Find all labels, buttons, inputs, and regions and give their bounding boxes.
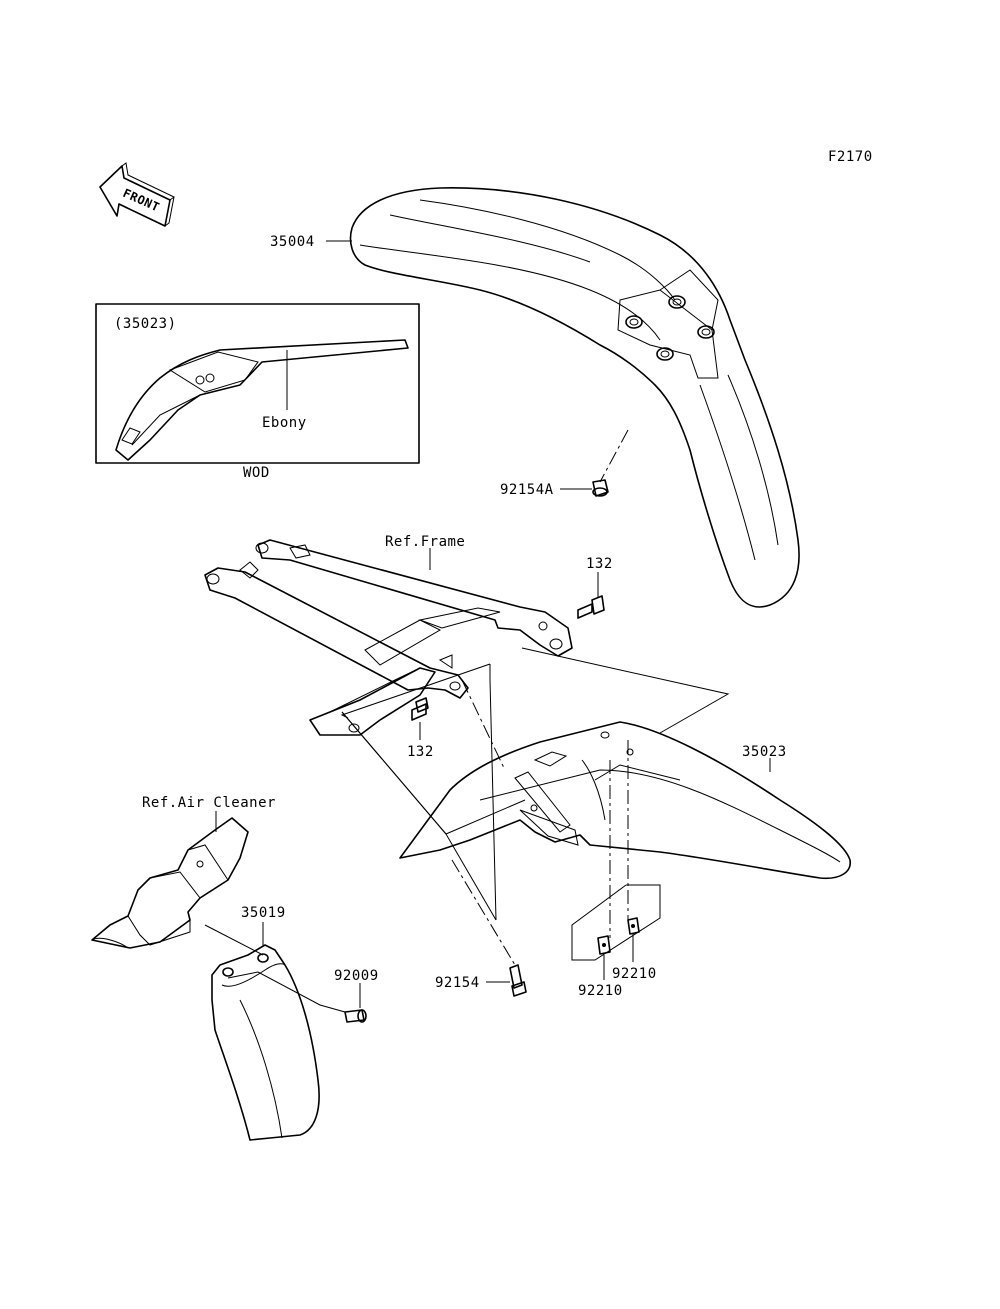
alignment-line — [445, 799, 526, 835]
label-35023: 35023 — [742, 744, 787, 760]
front-arrow-text: FRONT — [121, 186, 162, 214]
label-92154: 92154 — [435, 975, 480, 991]
rear-subframe — [204, 539, 573, 736]
figure-code: F2170 — [828, 149, 873, 165]
label-92009: 92009 — [334, 968, 379, 984]
inset-frame — [95, 303, 420, 464]
label-92210-right: 92210 — [612, 966, 657, 982]
nut-92210-left — [597, 935, 611, 955]
screw-92009 — [344, 1009, 367, 1023]
alignment-line — [341, 711, 497, 921]
alignment-line — [227, 971, 346, 1013]
air-cleaner-housing — [91, 817, 249, 949]
mud-flap-35019 — [211, 944, 320, 1141]
rear-fender-35023 — [399, 721, 851, 880]
label-ref-frame: Ref.Frame — [385, 534, 465, 550]
alignment-line — [489, 664, 497, 921]
wod-inset: (35023) Ebony — [95, 303, 420, 464]
inset-color-label: Ebony — [262, 415, 307, 431]
leader-line — [599, 429, 629, 483]
label-35004: 35004 — [270, 234, 315, 250]
inset-caption: WOD — [243, 465, 270, 481]
alignment-line — [521, 647, 730, 734]
screw-92154a — [592, 479, 609, 497]
label-132-upper: 132 — [586, 556, 613, 572]
label-132-lower: 132 — [407, 744, 434, 760]
bolt-92154 — [509, 964, 527, 997]
alignment-line — [461, 679, 506, 771]
label-92210-left: 92210 — [578, 983, 623, 999]
label-35019: 35019 — [241, 905, 286, 921]
label-92154a: 92154A — [500, 482, 554, 498]
bolt-132-lower — [411, 697, 429, 721]
front-arrow-icon: FRONT — [99, 162, 175, 227]
nut-92210-right — [627, 917, 640, 935]
front-fender-35004 — [349, 187, 800, 608]
inset-part-ref: (35023) — [114, 316, 177, 332]
alignment-line — [451, 859, 516, 966]
alignment-line — [571, 884, 661, 961]
alignment-line — [204, 924, 264, 956]
bolt-132-upper — [577, 595, 605, 619]
label-ref-air-cleaner: Ref.Air Cleaner — [142, 795, 276, 811]
